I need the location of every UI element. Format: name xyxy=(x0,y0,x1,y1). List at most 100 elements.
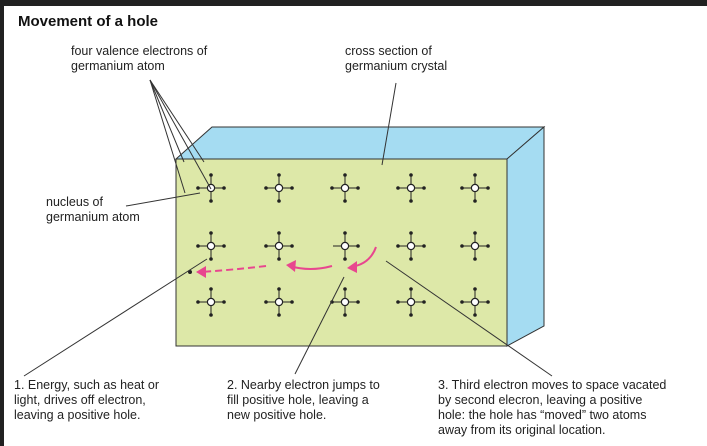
caption-line: leaving a positive hole. xyxy=(14,408,141,422)
electron-dot xyxy=(290,186,294,190)
germanium-atom xyxy=(196,173,226,203)
germanium-atom xyxy=(333,231,360,261)
electron-dot xyxy=(277,231,281,235)
nucleus-circle xyxy=(470,297,480,307)
germanium-atom xyxy=(396,173,426,203)
caption-line: 3. Third electron moves to space vacated xyxy=(438,378,667,392)
electron-dot xyxy=(473,287,477,291)
step-2-caption: 2. Nearby electron jumps to fill positiv… xyxy=(227,378,380,423)
nucleus-circle xyxy=(470,183,480,193)
atom-lattice xyxy=(196,173,490,317)
germanium-atom xyxy=(264,287,294,317)
electron-dot xyxy=(277,199,281,203)
electron-dot xyxy=(422,186,426,190)
electron-dot xyxy=(209,313,213,317)
germanium-atom xyxy=(196,231,226,261)
electron-dot xyxy=(343,313,347,317)
electron-dot xyxy=(343,287,347,291)
germanium-atom xyxy=(460,287,490,317)
nucleus-circle xyxy=(340,241,350,251)
germanium-atom xyxy=(264,173,294,203)
electron-dot xyxy=(356,186,360,190)
caption-line: hole: the hole has “moved” two atoms xyxy=(438,408,647,422)
caption-line: 2. Nearby electron jumps to xyxy=(227,378,380,392)
electron-dot xyxy=(460,244,464,248)
cross-section-label-line: germanium crystal xyxy=(345,59,448,73)
cross-section-label: cross section of germanium crystal xyxy=(345,44,447,74)
nucleus-circle xyxy=(406,297,416,307)
electron-dot xyxy=(486,186,490,190)
electron-dot xyxy=(343,199,347,203)
caption-line: by second elecron, leaving a positive xyxy=(438,393,643,407)
electron-dot xyxy=(277,257,281,261)
electron-dot xyxy=(473,257,477,261)
electron-dot xyxy=(264,186,268,190)
germanium-atom xyxy=(396,287,426,317)
electron-dot xyxy=(209,231,213,235)
electron-dot xyxy=(356,300,360,304)
hole-motion-arrows xyxy=(188,246,377,278)
dashed-hole-arrowhead xyxy=(196,266,206,278)
crystal-top-face xyxy=(174,126,546,160)
electron-dot xyxy=(396,244,400,248)
nucleus-label-line: germanium atom xyxy=(46,210,140,224)
nucleus-circle xyxy=(470,241,480,251)
electron-dot xyxy=(343,231,347,235)
electron-dot xyxy=(264,244,268,248)
electron-dot xyxy=(409,173,413,177)
electron-dot xyxy=(409,313,413,317)
electron-dot xyxy=(422,244,426,248)
nucleus-circle xyxy=(274,297,284,307)
cross-section-label-line: cross section of xyxy=(345,44,432,58)
electron-dot xyxy=(460,300,464,304)
electron-dot xyxy=(209,199,213,203)
electron-dot xyxy=(396,300,400,304)
germanium-atom xyxy=(460,173,490,203)
nucleus-circle xyxy=(340,297,350,307)
germanium-atom xyxy=(330,173,360,203)
electron-dot xyxy=(277,313,281,317)
electron-dot xyxy=(277,173,281,177)
hole-jump-arrowhead-1 xyxy=(286,260,296,272)
electron-dot xyxy=(343,173,347,177)
germanium-atom xyxy=(396,231,426,261)
electron-dot xyxy=(222,186,226,190)
electron-dot xyxy=(196,300,200,304)
electron-dot xyxy=(356,244,360,248)
crystal-diagram xyxy=(23,79,553,377)
electron-dot xyxy=(290,300,294,304)
germanium-atom xyxy=(460,231,490,261)
electron-dot xyxy=(196,244,200,248)
nucleus-circle xyxy=(274,241,284,251)
nucleus-circle xyxy=(406,241,416,251)
electron-dot xyxy=(422,300,426,304)
electron-dot xyxy=(196,186,200,190)
valence-label-line: germanium atom xyxy=(71,59,165,73)
germanium-atom xyxy=(264,231,294,261)
step-3-caption: 3. Third electron moves to space vacated… xyxy=(438,378,666,438)
electron-dot xyxy=(277,287,281,291)
electron-dot xyxy=(460,186,464,190)
crystal-side-face xyxy=(506,125,545,347)
electron-dot xyxy=(290,244,294,248)
nucleus-circle xyxy=(406,183,416,193)
electron-dot xyxy=(409,199,413,203)
electron-dot xyxy=(473,231,477,235)
electron-dot xyxy=(486,300,490,304)
caption-line: light, drives off electron, xyxy=(14,393,146,407)
electron-dot xyxy=(473,313,477,317)
caption-line: 1. Energy, such as heat or xyxy=(14,378,159,392)
germanium-atom xyxy=(330,287,360,317)
electron-dot xyxy=(330,186,334,190)
electron-dot xyxy=(209,257,213,261)
electron-dot xyxy=(222,244,226,248)
electron-dot xyxy=(409,257,413,261)
nucleus-circle xyxy=(274,183,284,193)
step-1-caption: 1. Energy, such as heat or light, drives… xyxy=(14,378,159,423)
electron-dot xyxy=(409,287,413,291)
nucleus-circle xyxy=(340,183,350,193)
electron-dot xyxy=(473,199,477,203)
valence-label-line: four valence electrons of xyxy=(71,44,208,58)
leader-lines xyxy=(23,79,553,377)
electron-dot xyxy=(396,186,400,190)
